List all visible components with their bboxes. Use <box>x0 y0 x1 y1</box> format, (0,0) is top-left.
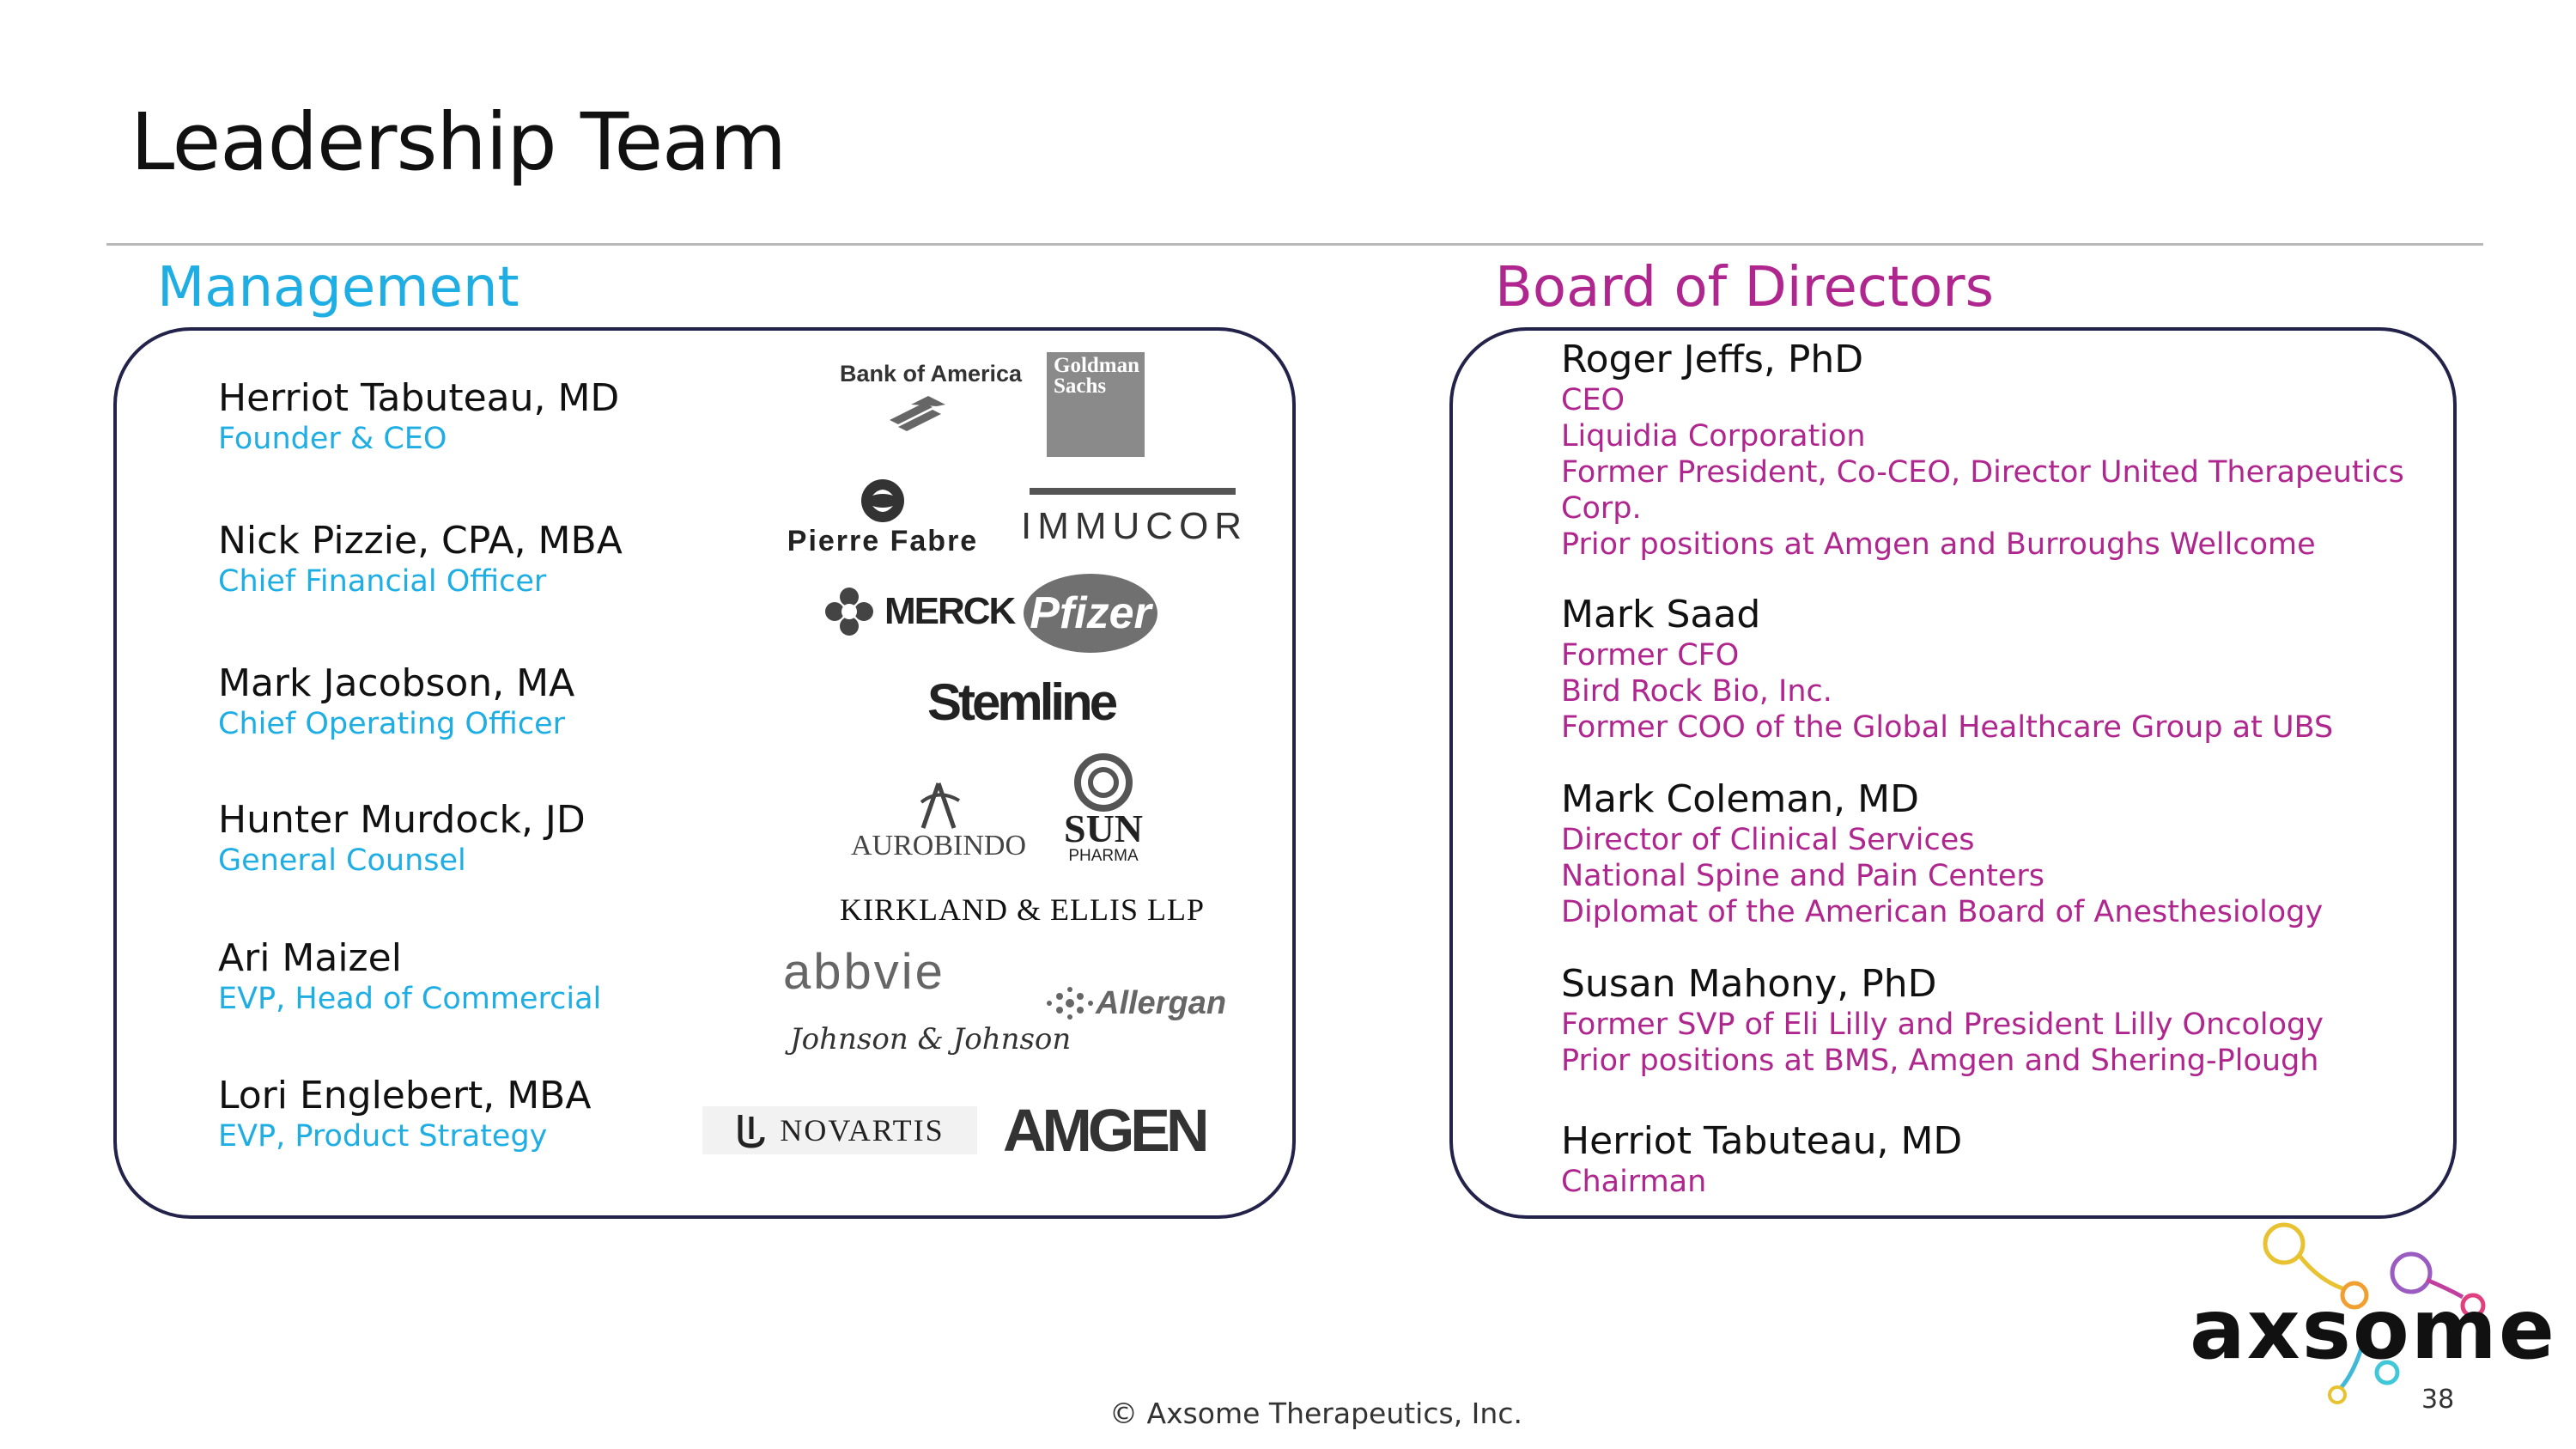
member-detail: CEO <box>1561 383 1625 417</box>
allergan-logo: Allergan <box>1044 981 1226 1026</box>
molecule-icon <box>2263 1222 2486 1404</box>
goldman-sachs-logo: Goldman Sachs <box>1047 352 1145 457</box>
member-detail: Prior positions at Amgen and Burroughs W… <box>1561 527 2316 562</box>
management-member: Lori Englebert, MBA EVP, Product Strateg… <box>218 1074 591 1154</box>
member-detail: National Spine and Pain Centers <box>1561 859 2044 893</box>
board-member: Herriot Tabuteau, MD Chairman <box>1561 1119 1962 1200</box>
member-name: Roger Jeffs, PhD <box>1561 338 1864 381</box>
member-name: Mark Jacobson, MA <box>218 661 575 705</box>
member-role: EVP, Product Strategy <box>218 1119 548 1154</box>
immucor-logo: IMMUCOR <box>1021 488 1248 548</box>
member-name: Hunter Murdock, JD <box>218 798 586 842</box>
aurobindo-icon <box>920 782 961 829</box>
member-detail: Liquidia Corporation <box>1561 419 1866 454</box>
novartis-icon <box>738 1115 765 1148</box>
bank-of-america-logo: Bank of America <box>840 361 1022 432</box>
novartis-logo: NOVARTIS <box>702 1106 977 1154</box>
stemline-logo: Stemline <box>927 673 1118 731</box>
member-detail: Former President, Co-CEO, Director Unite… <box>1561 455 2404 490</box>
member-name: Ari Maizel <box>218 936 402 980</box>
board-heading: Board of Directors <box>1495 256 1994 320</box>
board-member: Susan Mahony, PhD Former SVP of Eli Lill… <box>1561 962 2324 1079</box>
flag-icon <box>890 396 945 431</box>
member-name: Lori Englebert, MBA <box>218 1074 592 1117</box>
member-detail: Diplomat of the American Board of Anesth… <box>1561 895 2324 929</box>
member-name: Nick Pizzie, CPA, MBA <box>218 519 623 563</box>
member-role: Chief Operating Officer <box>218 707 565 741</box>
axsome-wordmark: axsome <box>2190 1282 2556 1378</box>
management-member: Mark Jacobson, MA Chief Operating Office… <box>218 661 574 742</box>
member-detail: Former SVP of Eli Lilly and President Li… <box>1561 1008 2324 1042</box>
member-name: Herriot Tabuteau, MD <box>1561 1119 1963 1163</box>
page-number: 38 <box>2421 1385 2455 1415</box>
board-member: Mark Saad Former CFO Bird Rock Bio, Inc.… <box>1561 593 2333 746</box>
member-role: Chief Financial Officer <box>218 564 547 599</box>
member-detail: Corp. <box>1561 491 1642 526</box>
member-role: EVP, Head of Commercial <box>218 982 602 1016</box>
management-panel <box>113 327 1296 1219</box>
management-member: Herriot Tabuteau, MD Founder & CEO <box>218 376 619 457</box>
sun-pharma-icon <box>1074 753 1133 812</box>
member-detail: Bird Rock Bio, Inc. <box>1561 674 1832 709</box>
page-title: Leadership Team <box>131 96 787 188</box>
member-detail: Former CFO <box>1561 638 1740 673</box>
member-detail: Director of Clinical Services <box>1561 823 1975 857</box>
member-detail: Former COO of the Global Healthcare Grou… <box>1561 710 2334 745</box>
merck-logo: MERCK <box>823 586 1016 637</box>
sun-pharma-logo: SUN PHARMA <box>1056 752 1151 866</box>
member-role: Founder & CEO <box>218 422 447 456</box>
copyright-footer: © Axsome Therapeutics, Inc. <box>1109 1397 1522 1430</box>
member-name: Mark Coleman, MD <box>1561 777 1919 821</box>
pierre-fabre-icon <box>861 479 904 522</box>
board-panel <box>1449 327 2457 1219</box>
member-detail: Prior positions at BMS, Amgen and Sherin… <box>1561 1044 2319 1078</box>
management-member: Nick Pizzie, CPA, MBA Chief Financial Of… <box>218 519 623 600</box>
member-role: General Counsel <box>218 843 466 878</box>
management-heading: Management <box>157 256 519 320</box>
pierre-fabre-logo: Pierre Fabre <box>767 477 999 558</box>
management-member: Hunter Murdock, JD General Counsel <box>218 798 586 879</box>
allergan-icon <box>1047 987 1093 1020</box>
abbvie-logo: abbvie <box>783 944 945 1000</box>
merck-icon <box>825 588 873 636</box>
board-member: Mark Coleman, MD Director of Clinical Se… <box>1561 777 2323 930</box>
title-divider <box>106 243 2483 246</box>
amgen-logo: AMGEN <box>1003 1097 1210 1164</box>
member-name: Herriot Tabuteau, MD <box>218 376 620 420</box>
axsome-logo: axsome <box>2190 1220 2555 1409</box>
johnson-johnson-logo: Johnson & Johnson <box>790 1022 1072 1056</box>
member-detail: Chairman <box>1561 1165 1707 1199</box>
management-member: Ari Maizel EVP, Head of Commercial <box>218 936 601 1017</box>
aurobindo-logo: AUROBINDO <box>844 780 1033 862</box>
member-name: Mark Saad <box>1561 593 1761 636</box>
member-name: Susan Mahony, PhD <box>1561 962 1937 1006</box>
board-member: Roger Jeffs, PhD CEO Liquidia Corporatio… <box>1561 338 2404 563</box>
pfizer-logo: Pfizer <box>1024 574 1157 653</box>
kirkland-ellis-logo: KIRKLAND & ELLIS LLP <box>840 892 1205 927</box>
